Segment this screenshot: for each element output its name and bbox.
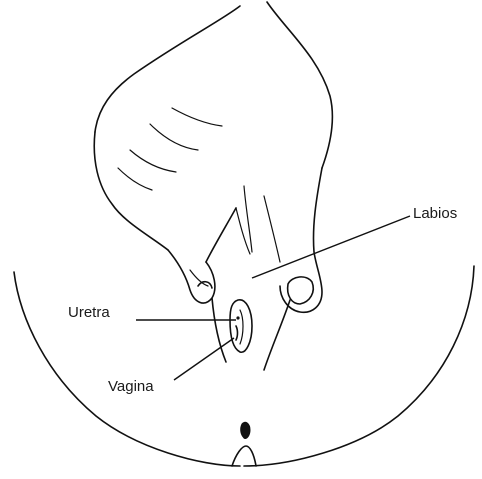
body-outline xyxy=(14,266,474,466)
urethra-dot xyxy=(236,316,239,319)
arm-outline xyxy=(95,2,332,168)
vulva-outline xyxy=(212,298,290,370)
vagina-label: Vagina xyxy=(108,378,154,395)
anus-mark xyxy=(241,422,250,438)
uretra-label: Uretra xyxy=(68,304,110,321)
hand-outline xyxy=(94,108,322,312)
labios-leader-line xyxy=(252,216,410,278)
vaginal-opening-mark xyxy=(236,326,238,340)
labios-label: Labios xyxy=(413,205,457,222)
